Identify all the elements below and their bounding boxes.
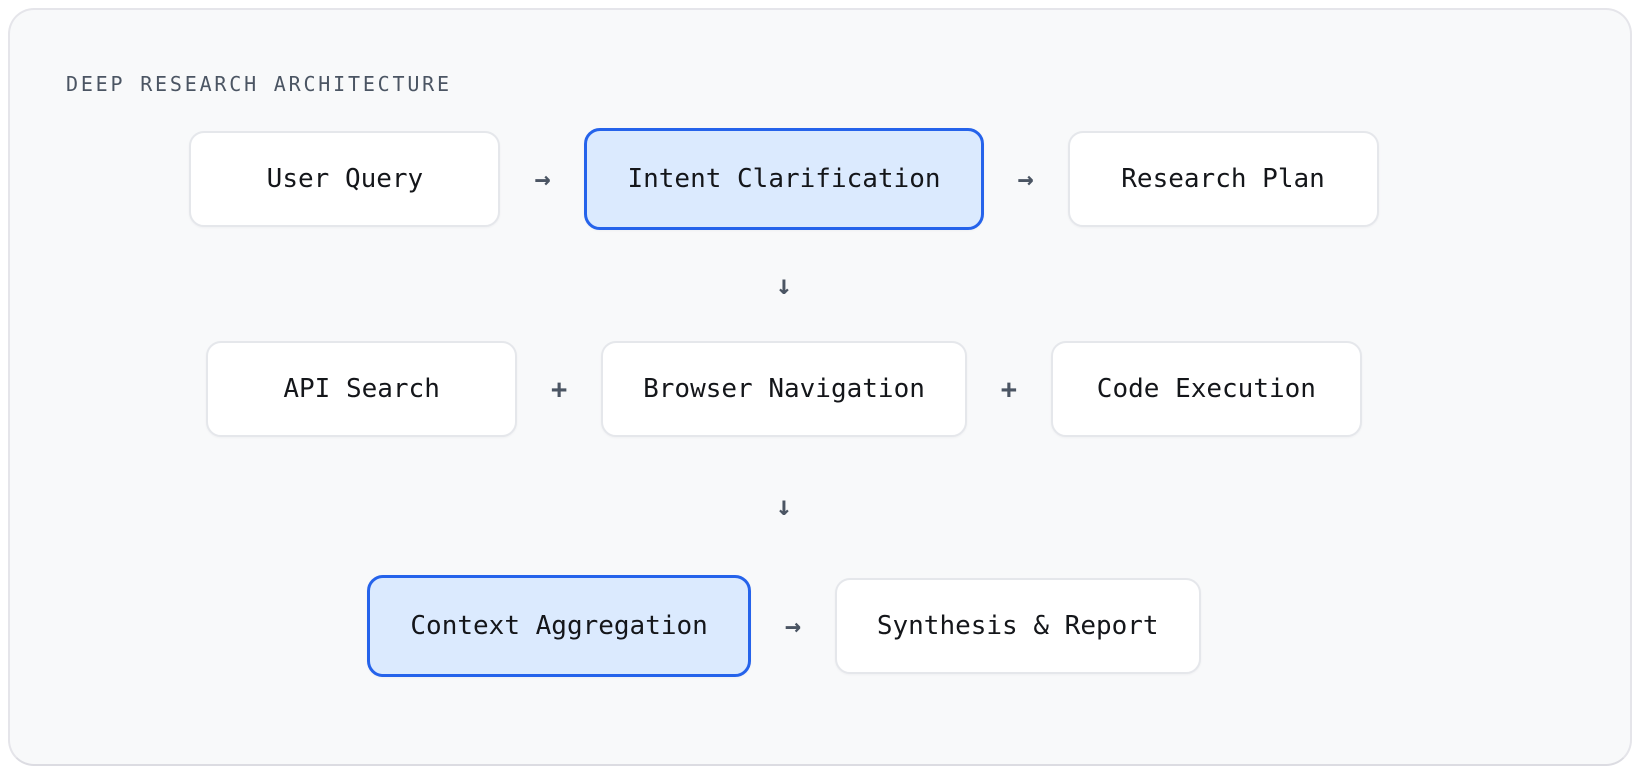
flow-connector-down-1: ↓ <box>776 230 792 341</box>
node-intent-clarification: Intent Clarification <box>584 128 984 230</box>
flow-diagram: User Query → Intent Clarification → Rese… <box>66 128 1502 677</box>
node-api-search: API Search <box>206 341 518 437</box>
plus-icon: + <box>550 373 568 405</box>
node-code-execution: Code Execution <box>1050 341 1362 437</box>
plus-icon: + <box>1000 373 1017 405</box>
arrow-down-icon: ↓ <box>775 270 793 301</box>
flow-row-planning: User Query → Intent Clarification → Rese… <box>189 128 1379 230</box>
arrow-right-icon: → <box>534 163 551 195</box>
flow-row-output: Context Aggregation → Synthesis & Report <box>367 575 1201 677</box>
node-user-query: User Query <box>189 131 501 227</box>
node-browser-navigation: Browser Navigation <box>601 341 967 437</box>
node-context-aggregation: Context Aggregation <box>367 575 751 677</box>
arrow-down-icon: ↓ <box>775 490 793 522</box>
arrow-right-icon: → <box>1017 163 1034 195</box>
flow-row-tools: API Search + Browser Navigation + Code E… <box>206 341 1362 437</box>
flow-connector-down-2: ↓ <box>776 437 792 575</box>
diagram-title: DEEP RESEARCH ARCHITECTURE <box>66 72 452 96</box>
node-research-plan: Research Plan <box>1067 131 1379 227</box>
diagram-canvas: DEEP RESEARCH ARCHITECTURE User Query → … <box>8 8 1632 766</box>
arrow-right-icon: → <box>784 610 801 642</box>
node-synthesis-report: Synthesis & Report <box>834 578 1201 674</box>
